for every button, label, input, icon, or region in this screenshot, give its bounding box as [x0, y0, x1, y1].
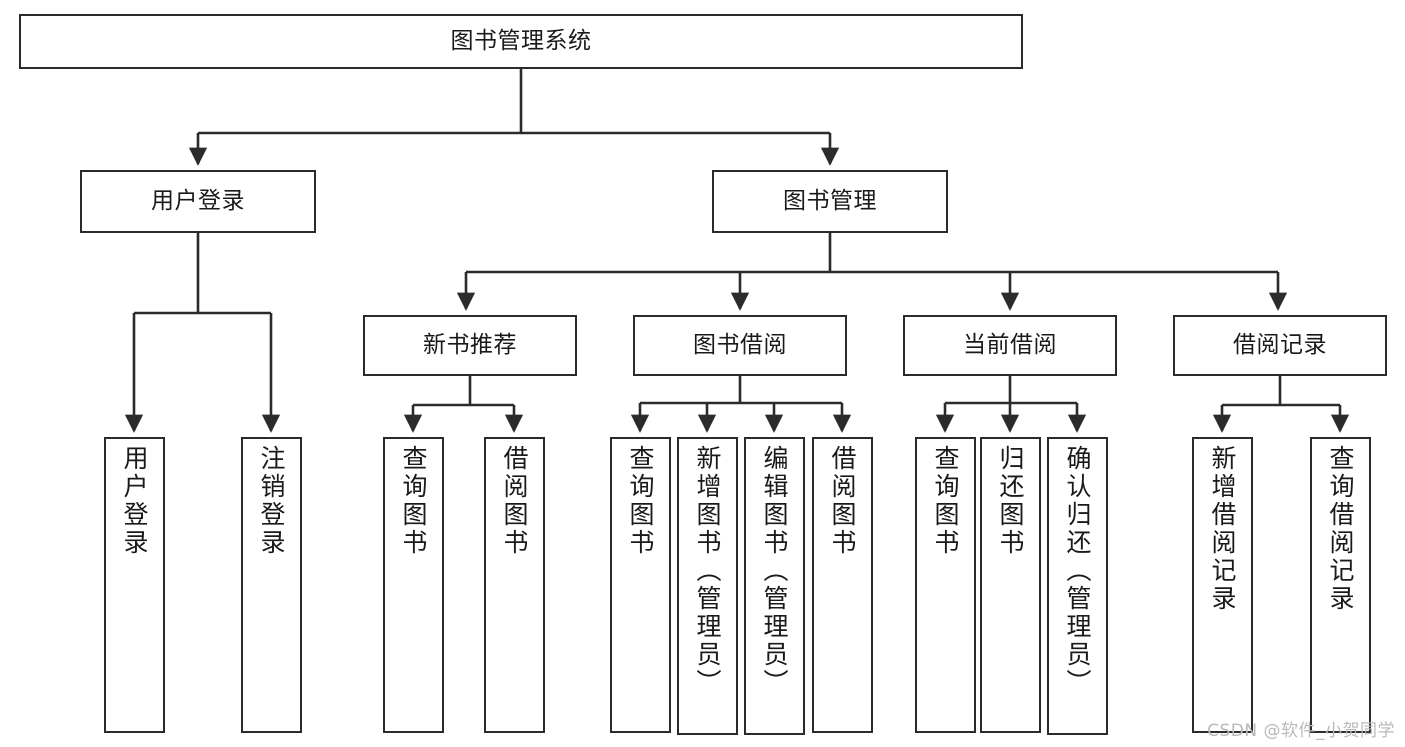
node-book-borrow[interactable]: 图书借阅 [633, 315, 847, 376]
node-leaf-query-book-1[interactable]: 查询图书 [383, 437, 444, 733]
node-borrow-record[interactable]: 借阅记录 [1173, 315, 1387, 376]
node-leaf-add-book-admin[interactable]: 新增图书（管理员） [677, 437, 738, 735]
node-root[interactable]: 图书管理系统 [19, 14, 1023, 69]
node-leaf-return-book[interactable]: 归还图书 [980, 437, 1041, 733]
node-leaf-logout-login[interactable]: 注销登录 [241, 437, 302, 733]
node-root-label: 图书管理系统 [450, 27, 592, 54]
node-new-book-recommend-label: 新书推荐 [423, 331, 517, 358]
node-leaf-query-book-3-label: 查询图书 [931, 445, 960, 557]
node-new-book-recommend[interactable]: 新书推荐 [363, 315, 577, 376]
node-leaf-query-book-2-label: 查询图书 [626, 445, 655, 557]
node-book-manage[interactable]: 图书管理 [712, 170, 948, 233]
node-leaf-borrow-book-2-label: 借阅图书 [828, 445, 857, 557]
node-leaf-query-book-1-label: 查询图书 [399, 445, 428, 557]
node-leaf-borrow-book-1-label: 借阅图书 [500, 445, 529, 557]
node-leaf-query-borrow-record[interactable]: 查询借阅记录 [1310, 437, 1371, 733]
node-leaf-confirm-return-admin-label: 确认归还（管理员） [1063, 445, 1092, 697]
node-leaf-add-borrow-record[interactable]: 新增借阅记录 [1192, 437, 1253, 733]
node-leaf-borrow-book-1[interactable]: 借阅图书 [484, 437, 545, 733]
node-leaf-query-borrow-record-label: 查询借阅记录 [1326, 445, 1355, 613]
node-leaf-query-book-3[interactable]: 查询图书 [915, 437, 976, 733]
node-leaf-edit-book-admin-label: 编辑图书（管理员） [760, 445, 789, 697]
node-book-manage-label: 图书管理 [783, 187, 877, 214]
node-user-login-label: 用户登录 [151, 187, 245, 214]
node-leaf-query-book-2[interactable]: 查询图书 [610, 437, 671, 733]
node-leaf-confirm-return-admin[interactable]: 确认归还（管理员） [1047, 437, 1108, 735]
node-leaf-edit-book-admin[interactable]: 编辑图书（管理员） [744, 437, 805, 735]
node-leaf-user-login[interactable]: 用户登录 [104, 437, 165, 733]
node-leaf-borrow-book-2[interactable]: 借阅图书 [812, 437, 873, 733]
node-leaf-add-book-admin-label: 新增图书（管理员） [693, 445, 722, 697]
node-current-borrow[interactable]: 当前借阅 [903, 315, 1117, 376]
node-leaf-user-login-label: 用户登录 [120, 445, 149, 557]
node-borrow-record-label: 借阅记录 [1233, 331, 1327, 358]
node-current-borrow-label: 当前借阅 [963, 331, 1057, 358]
node-leaf-return-book-label: 归还图书 [996, 445, 1025, 557]
node-user-login[interactable]: 用户登录 [80, 170, 316, 233]
node-book-borrow-label: 图书借阅 [693, 331, 787, 358]
node-leaf-add-borrow-record-label: 新增借阅记录 [1208, 445, 1237, 613]
node-leaf-logout-login-label: 注销登录 [257, 445, 286, 557]
